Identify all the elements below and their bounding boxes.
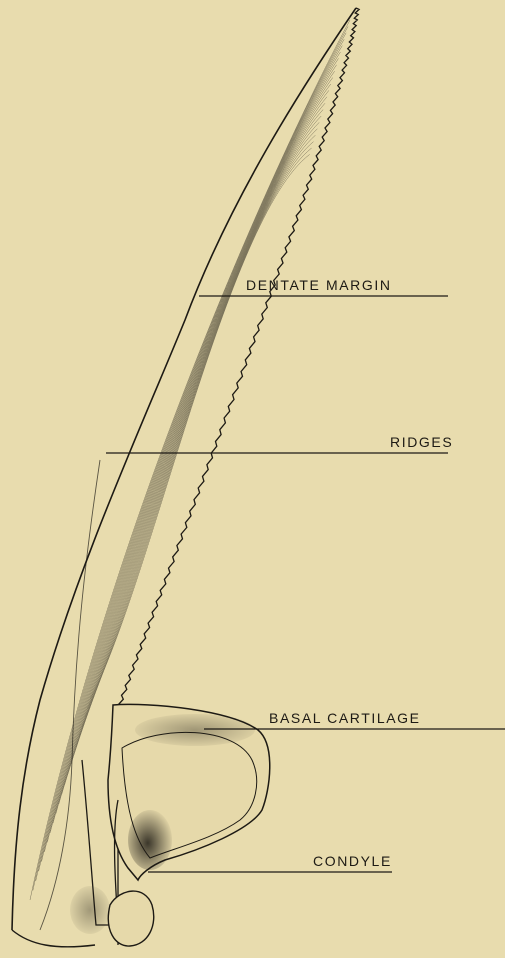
blade-base-edge xyxy=(12,930,95,947)
ridge-line xyxy=(73,116,321,756)
ridge-line xyxy=(76,122,319,746)
ridge-line xyxy=(56,78,333,814)
label-condyle: CONDYLE xyxy=(313,853,392,869)
ridge-line xyxy=(79,129,317,737)
ridge-line xyxy=(67,103,325,775)
basal-cartilage xyxy=(108,704,270,880)
ridge-line xyxy=(82,135,316,727)
ridge-line xyxy=(62,90,329,794)
labels: DENTATE MARGIN RIDGES BASAL CARTILAGE CO… xyxy=(246,277,453,869)
cartilage-shadow xyxy=(128,810,172,870)
label-basal-cartilage: BASAL CARTILAGE xyxy=(269,710,421,726)
cartilage-stipple xyxy=(135,714,255,746)
condyle-shading xyxy=(70,886,110,934)
ridge-line xyxy=(65,97,327,785)
label-ridges: RIDGES xyxy=(390,434,453,450)
ridge-line xyxy=(88,148,312,708)
condyle-knob xyxy=(108,891,153,946)
ridge-line xyxy=(59,84,331,804)
label-dentate-margin: DENTATE MARGIN xyxy=(246,277,392,293)
ridge-line xyxy=(70,110,323,766)
